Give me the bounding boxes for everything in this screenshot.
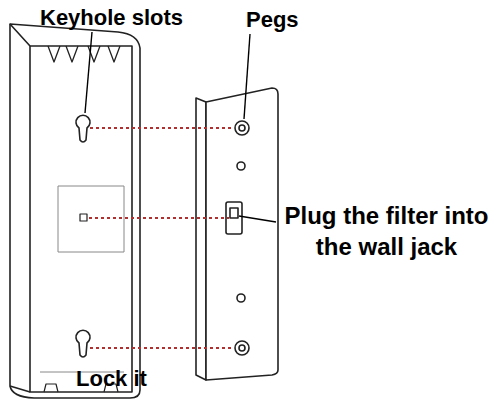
part-label: Keyhole slots — [40, 3, 183, 32]
part-label: Pegs — [246, 5, 299, 34]
instruction-label: Lock it — [76, 364, 147, 393]
leader-line — [85, 32, 276, 222]
keyhole-slot — [76, 115, 90, 357]
alignment-line — [89, 128, 234, 348]
wall-plate — [196, 88, 278, 380]
filter-housing — [10, 24, 140, 398]
instruction-label: Plug the filter into the wall jack — [280, 200, 493, 262]
